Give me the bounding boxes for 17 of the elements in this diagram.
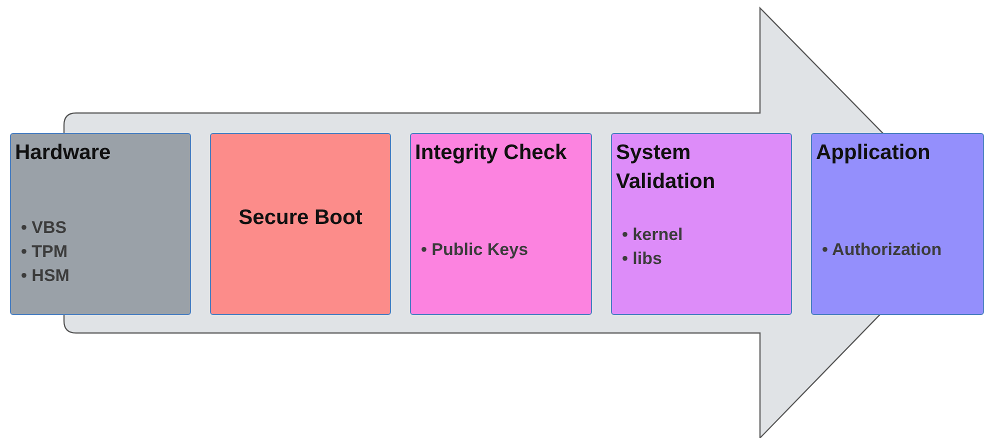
process-box (410, 133, 592, 315)
process-box (611, 133, 792, 315)
box-heading: Integrity Check (415, 140, 567, 166)
process-box (10, 133, 191, 315)
box-heading: System Validation (616, 140, 716, 195)
process-box (811, 133, 984, 315)
list-item: • libs (622, 248, 663, 270)
box-heading: Secure Boot (238, 206, 364, 230)
box-heading: Hardware (15, 140, 112, 166)
box-heading: Application (816, 140, 932, 166)
list-item: • Public Keys (421, 239, 528, 261)
list-item: • kernel (622, 224, 683, 246)
process-box (210, 133, 391, 315)
list-item: • TPM (21, 241, 69, 263)
list-item: • HSM (21, 265, 70, 287)
list-item: • Authorization (822, 239, 942, 261)
list-item: • VBS (21, 217, 68, 239)
